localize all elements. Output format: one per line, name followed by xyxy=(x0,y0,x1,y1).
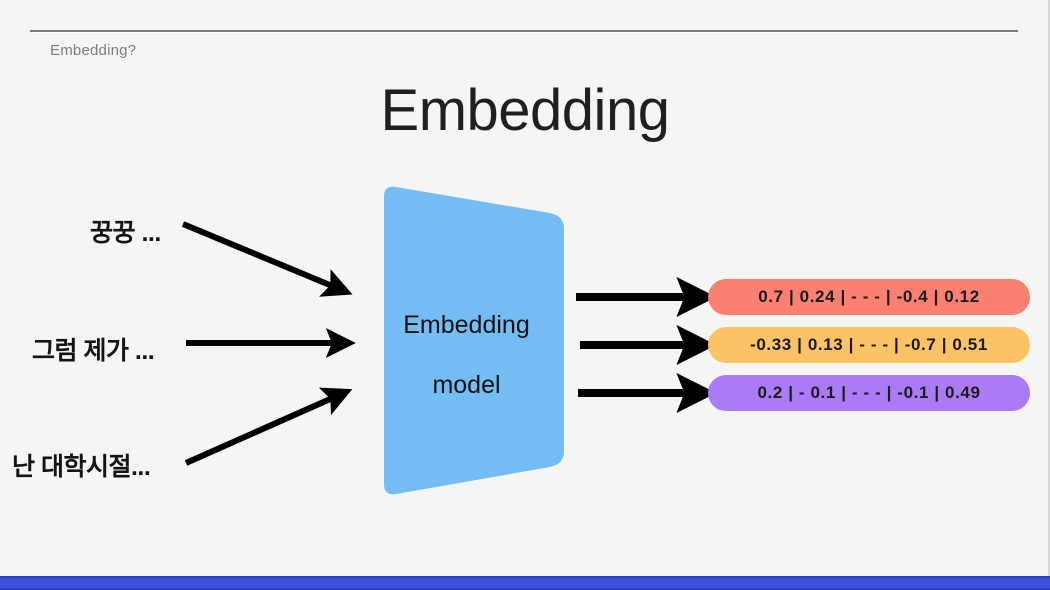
input-text-3: 난 대학시절... xyxy=(12,453,151,481)
input-text-1: 꿍꿍 ... xyxy=(90,219,161,247)
output-vector-2: -0.33 | 0.13 | - - - | -0.7 | 0.51 xyxy=(708,327,1030,363)
output-vector-3: 0.2 | - 0.1 | - - - | -0.1 | 0.49 xyxy=(708,375,1030,411)
input-arrow-1 xyxy=(181,221,353,297)
slide-right-edge xyxy=(1048,0,1050,590)
slide-kicker: Embedding? xyxy=(50,42,137,59)
output-vector-1: 0.7 | 0.24 | - - - | -0.4 | 0.12 xyxy=(708,279,1030,315)
input-arrow-3 xyxy=(184,387,353,466)
header-divider xyxy=(30,30,1018,32)
embedding-model-shape xyxy=(368,183,568,498)
page-title: Embedding xyxy=(380,78,670,143)
footer-bar xyxy=(0,576,1050,590)
input-text-2: 그럼 제가 ... xyxy=(32,337,155,365)
